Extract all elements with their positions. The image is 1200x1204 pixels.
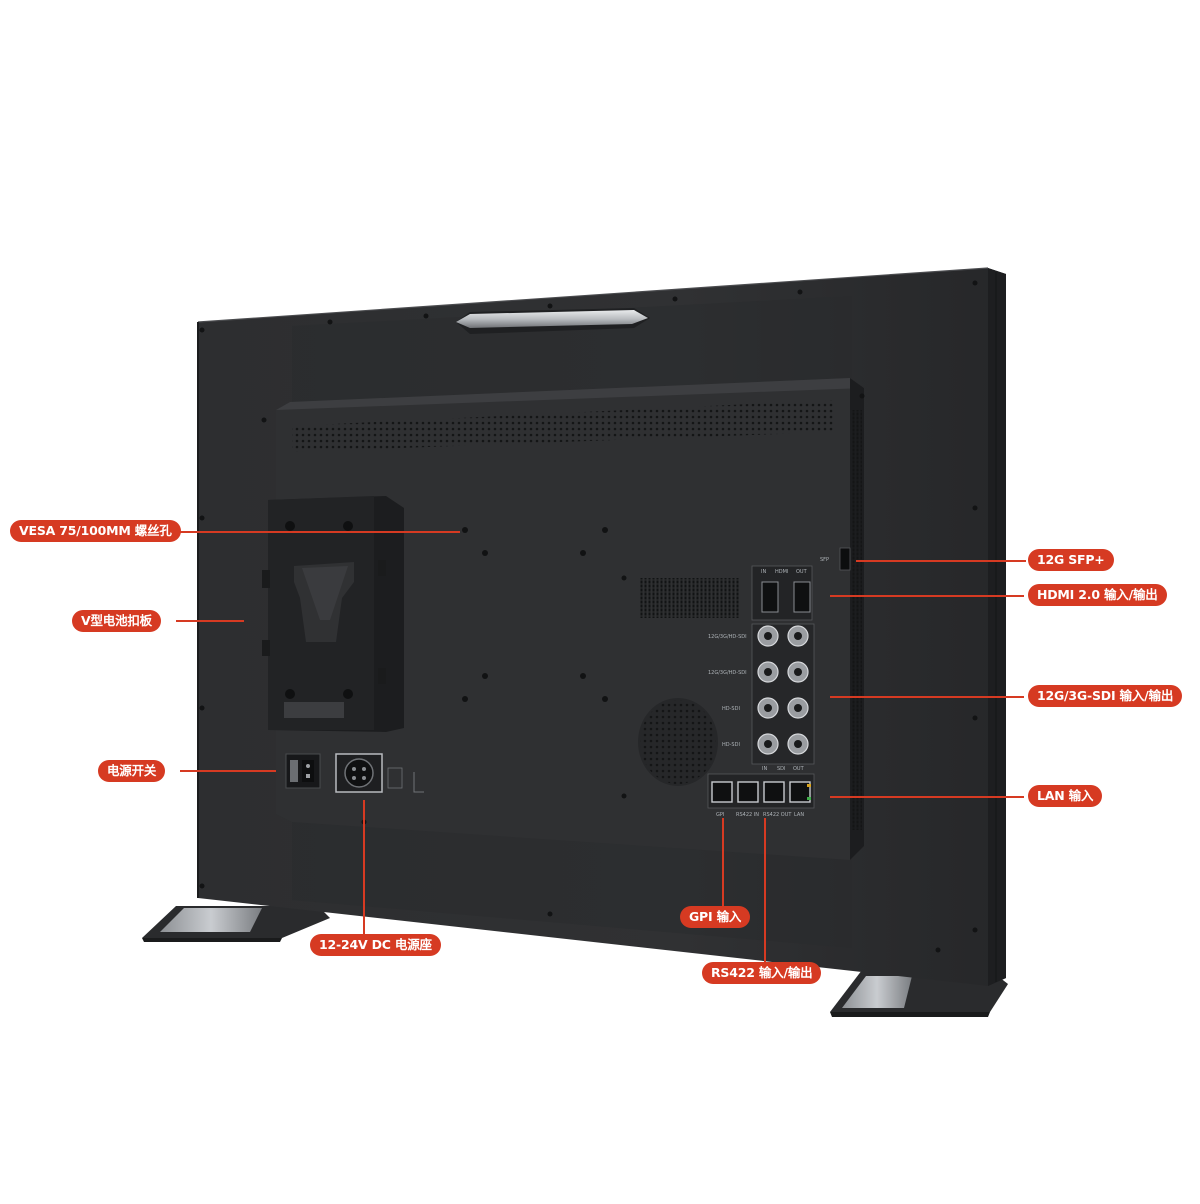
hdmi-callout: HDMI 2.0 输入/输出 bbox=[1028, 584, 1167, 606]
sfp-callout: 12G SFP+ bbox=[1028, 549, 1114, 571]
vesa-leader bbox=[180, 531, 460, 533]
sdi-out-label: OUT bbox=[793, 766, 805, 772]
gpi-leader bbox=[722, 818, 724, 908]
sdi-label: SDI bbox=[777, 766, 786, 772]
sdi-callout: 12G/3G-SDI 输入/输出 bbox=[1028, 685, 1183, 707]
hdmi-label: HDMI bbox=[775, 569, 788, 575]
hdmi-leader bbox=[830, 595, 1024, 597]
dc-input-callout: 12-24V DC 电源座 bbox=[310, 934, 441, 956]
sfp-label: SFP bbox=[820, 557, 829, 563]
left-foot bbox=[142, 906, 330, 942]
hdmi-out-label: OUT bbox=[796, 569, 808, 575]
connector-panel: SFP IN HDMI OUT 12G/3G/HD-SDI 12G/3G/HD-… bbox=[707, 547, 851, 818]
rs422-leader bbox=[764, 818, 766, 964]
power-switch bbox=[285, 753, 321, 789]
dc-connector bbox=[335, 753, 424, 793]
sfp-leader bbox=[856, 560, 1026, 562]
gpi-port-label: GPI bbox=[716, 812, 724, 818]
lan-port-label: LAN bbox=[794, 812, 804, 818]
rs422-callout: RS422 输入/输出 bbox=[702, 962, 822, 984]
sdi-row-3-label: HD-SDI bbox=[722, 706, 740, 712]
hdmi-in-port bbox=[761, 581, 779, 613]
rj45-ports bbox=[711, 781, 811, 803]
sdi-in-label: IN bbox=[762, 766, 767, 772]
sdi-row-4-label: HD-SDI bbox=[722, 742, 740, 748]
dc-input-leader bbox=[363, 800, 365, 936]
gpi-callout: GPI 输入 bbox=[680, 906, 751, 928]
power-switch-leader bbox=[180, 770, 276, 772]
power-switch-callout: 电源开关 bbox=[98, 760, 166, 782]
bezel-screws bbox=[199, 280, 978, 953]
carry-handle bbox=[456, 308, 650, 334]
vesa-holes bbox=[462, 527, 608, 702]
sdi-leader bbox=[830, 696, 1024, 698]
lan-callout: LAN 输入 bbox=[1028, 785, 1103, 807]
hdmi-out-port bbox=[793, 581, 811, 613]
lan-leader bbox=[830, 796, 1024, 798]
hdmi-in-label: IN bbox=[761, 569, 766, 575]
vmount-leader bbox=[176, 620, 244, 622]
sdi-row-2-label: 12G/3G/HD-SDI bbox=[708, 670, 747, 676]
sdi-row-1-label: 12G/3G/HD-SDI bbox=[708, 634, 747, 640]
rs422-out-port-label: RS422 OUT bbox=[763, 812, 792, 818]
rear-panel bbox=[276, 378, 864, 860]
v-mount-plate bbox=[262, 496, 404, 732]
vesa-callout: VESA 75/100MM 螺丝孔 bbox=[10, 520, 181, 542]
vmount-callout: V型电池扣板 bbox=[72, 610, 161, 632]
rs422-in-port-label: RS422 IN bbox=[736, 812, 759, 818]
